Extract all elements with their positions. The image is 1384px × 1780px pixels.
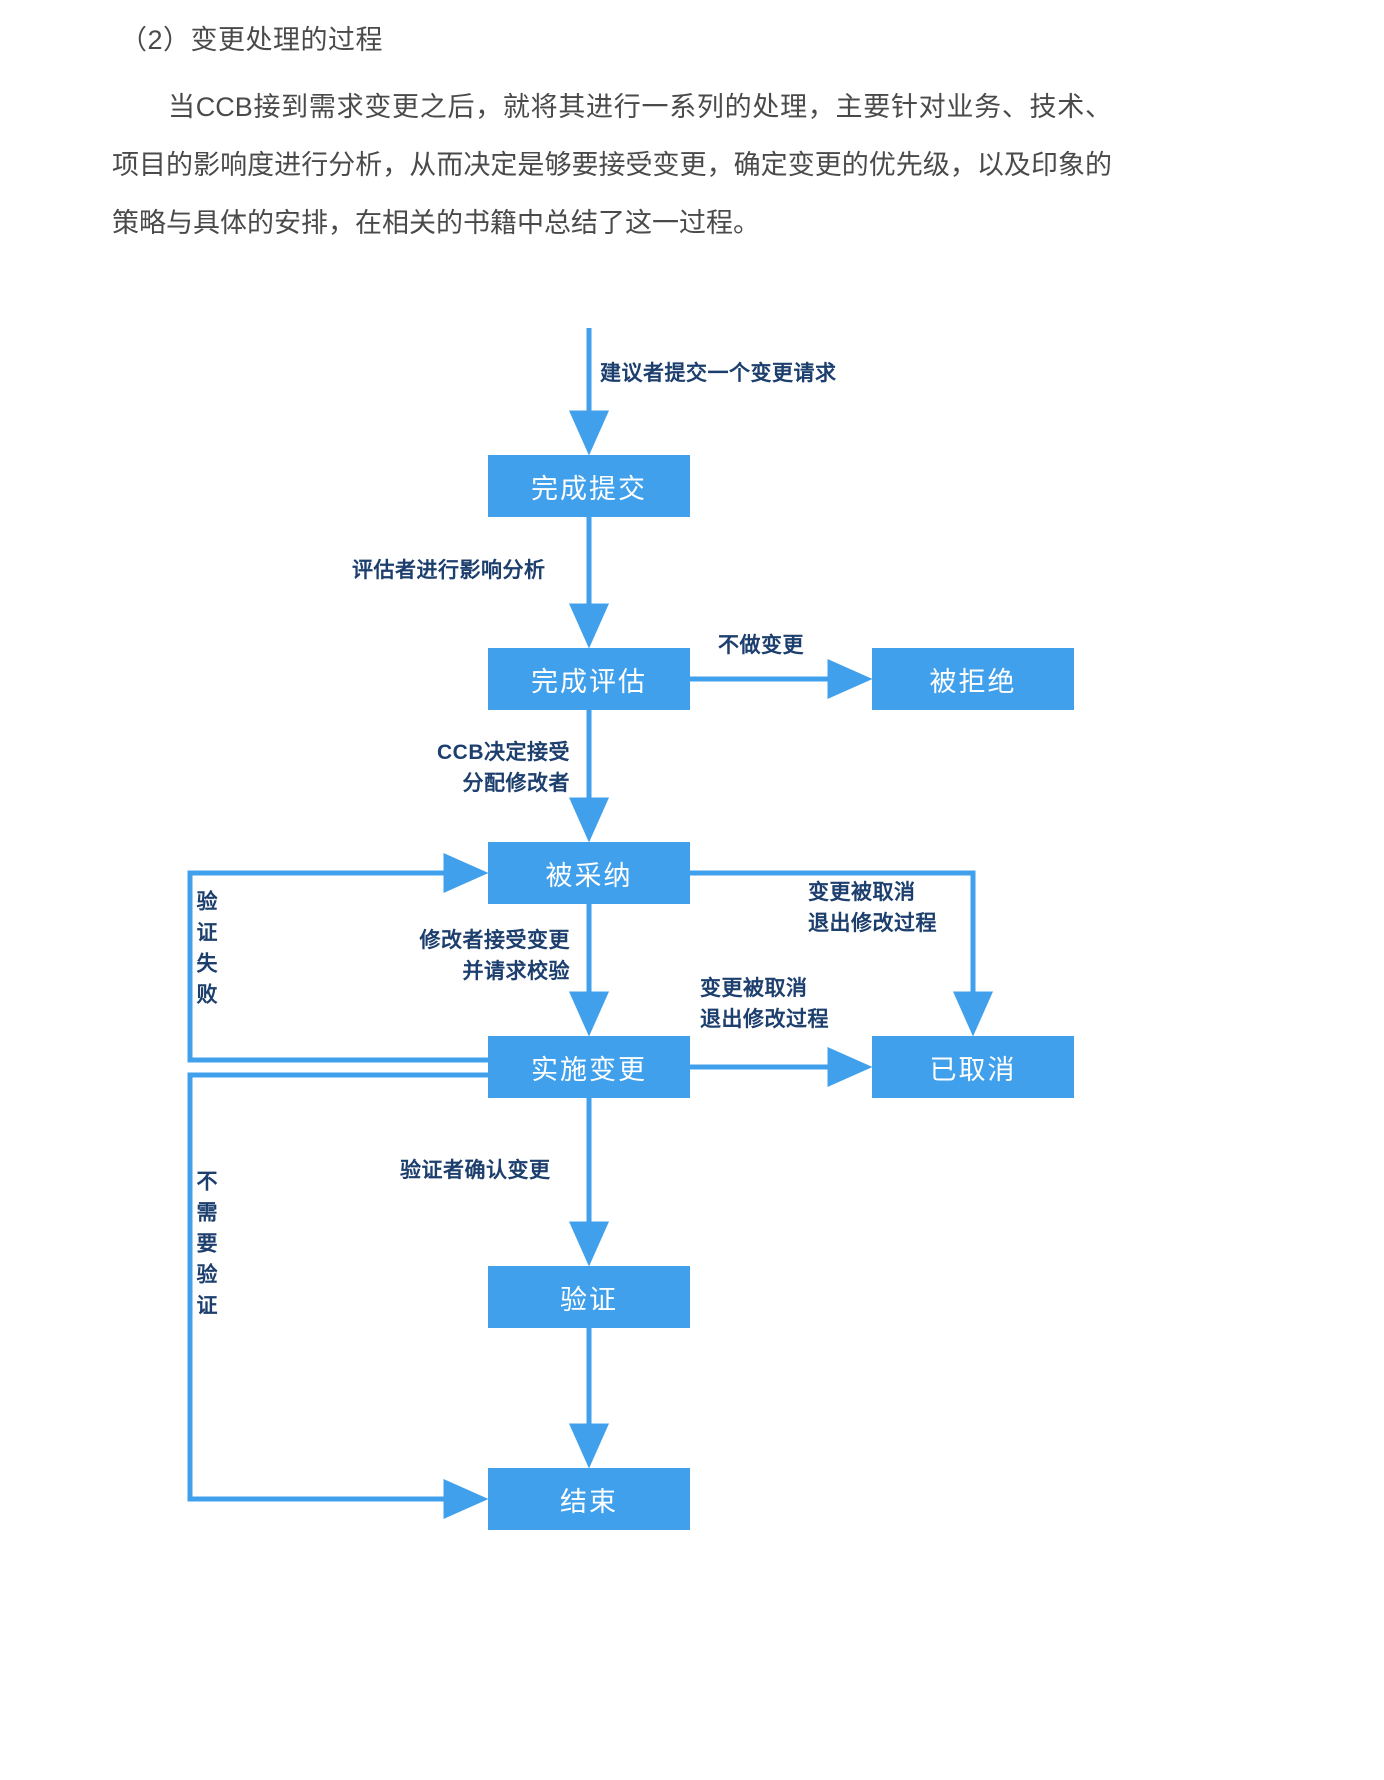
node-verify[interactable]: 验证 xyxy=(488,1266,690,1328)
node-adopted[interactable]: 被采纳 xyxy=(488,842,690,904)
node-implement[interactable]: 实施变更 xyxy=(488,1036,690,1098)
change-process-flowchart: 完成提交 完成评估 被拒绝 被采纳 实施变更 已取消 验证 结束 建议者提交一个… xyxy=(0,300,1384,1750)
node-cancelled[interactable]: 已取消 xyxy=(872,1036,1074,1098)
node-assess[interactable]: 完成评估 xyxy=(488,648,690,710)
flowchart-connectors xyxy=(187,328,993,1519)
section-paragraph: 当CCB接到需求变更之后，就将其进行一系列的处理，主要针对业务、技术、项目的影响… xyxy=(112,92,1112,238)
edge-label-ccb-accept: CCB决定接受 分配修改者 xyxy=(437,741,570,795)
edge-no-verify-to-end xyxy=(187,1072,489,1519)
edge-adopted-to-cancelled xyxy=(690,870,993,1037)
edge-label-cancel-exit-2: 变更被取消 退出修改过程 xyxy=(700,977,829,1031)
edge-label-verifier-confirm: 验证者确认变更 xyxy=(400,1159,551,1182)
node-submit[interactable]: 完成提交 xyxy=(488,455,690,517)
edge-label-modifier-accept: 修改者接受变更 并请求校验 xyxy=(419,929,570,983)
edge-label-cancel-exit-1: 变更被取消 退出修改过程 xyxy=(808,881,937,935)
edge-label-impact-analysis: 评估者进行影响分析 xyxy=(352,559,546,582)
edge-verify-failed-loop xyxy=(187,853,489,1063)
node-end[interactable]: 结束 xyxy=(488,1468,690,1530)
edge-label-no-verify: 不需要验证 xyxy=(194,1170,217,1325)
node-rejected[interactable]: 被拒绝 xyxy=(872,648,1074,710)
edge-label-submit-request: 建议者提交一个变更请求 xyxy=(600,362,837,385)
section-heading: （2）变更处理的过程 xyxy=(120,25,384,55)
edge-label-no-change: 不做变更 xyxy=(718,634,804,657)
edge-label-verify-failed: 验证失败 xyxy=(194,890,217,1014)
